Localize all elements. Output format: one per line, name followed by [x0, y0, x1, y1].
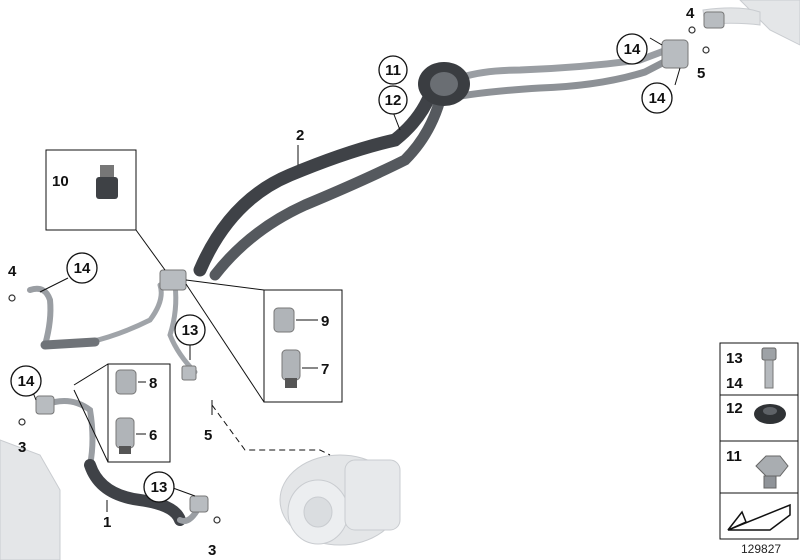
- grommet-12-icon: [754, 404, 786, 424]
- grommet: [418, 62, 470, 106]
- callout-7: 7: [321, 361, 329, 378]
- nut-11-icon: [755, 455, 789, 489]
- valve-7-icon: [281, 349, 301, 388]
- callout-10: 10: [52, 173, 69, 190]
- callout-3-left: 3: [18, 439, 26, 456]
- valve-10-icon: [96, 165, 118, 199]
- callout-14-left-upper: 14: [66, 252, 98, 284]
- callout-8: 8: [149, 375, 157, 392]
- callout-2: 2: [296, 127, 304, 144]
- legend-11: 11: [726, 448, 742, 465]
- diagram-number: 129827: [741, 542, 781, 556]
- cap-8-icon: [115, 369, 137, 395]
- o-rings: [8, 26, 710, 524]
- cap-9-icon: [273, 307, 295, 333]
- detail-box-10: 10: [45, 149, 166, 271]
- callout-12: 12: [378, 85, 408, 115]
- svg-text:14: 14: [18, 373, 35, 390]
- svg-text:14: 14: [74, 260, 91, 277]
- arrow-icon: [727, 503, 791, 531]
- fittings: [35, 11, 725, 513]
- svg-text:14: 14: [649, 90, 666, 107]
- callout-5-top: 5: [697, 65, 705, 82]
- legend-13: 13: [726, 350, 743, 367]
- svg-text:13: 13: [182, 322, 199, 339]
- callout-14-top: 14: [616, 33, 648, 65]
- callout-5-mid: 5: [204, 427, 212, 444]
- circled-callouts: 11 12 14 14 14 14 13 13: [10, 33, 673, 503]
- callout-4-left: 4: [8, 263, 17, 280]
- valve-6-icon: [115, 417, 135, 454]
- callout-3-bottom: 3: [208, 542, 216, 559]
- legend-14: 14: [726, 375, 743, 392]
- callout-6: 6: [149, 427, 157, 444]
- hose-left-upper: [27, 285, 100, 350]
- detail-box-8-6: 8 6: [73, 363, 171, 463]
- callout-14-top-2: 14: [641, 82, 673, 114]
- svg-text:13: 13: [151, 479, 168, 496]
- svg-text:11: 11: [385, 62, 401, 79]
- callout-14-left-lower: 14: [10, 365, 42, 397]
- svg-text:14: 14: [624, 41, 641, 58]
- svg-text:12: 12: [385, 92, 402, 109]
- callout-13-lower: 13: [143, 471, 175, 503]
- compressor-ghost: [279, 454, 401, 546]
- callout-11: 11: [378, 55, 408, 85]
- callout-9: 9: [321, 313, 329, 330]
- dashed-leader: [211, 404, 331, 456]
- screw-icon: [761, 347, 777, 389]
- callout-1: 1: [103, 514, 111, 531]
- detail-box-9-7: 9 7: [185, 279, 343, 403]
- callout-4-top: 4: [686, 5, 695, 22]
- leader-lines: [29, 37, 681, 512]
- plain-callouts: 2 4 3 1 3 5 4 5: [8, 5, 705, 559]
- callout-13-upper: 13: [174, 314, 206, 346]
- legend-12: 12: [726, 400, 743, 417]
- hose-assembly-2: [87, 44, 676, 375]
- parts-legend: 13 14 12 11 129827: [719, 342, 799, 556]
